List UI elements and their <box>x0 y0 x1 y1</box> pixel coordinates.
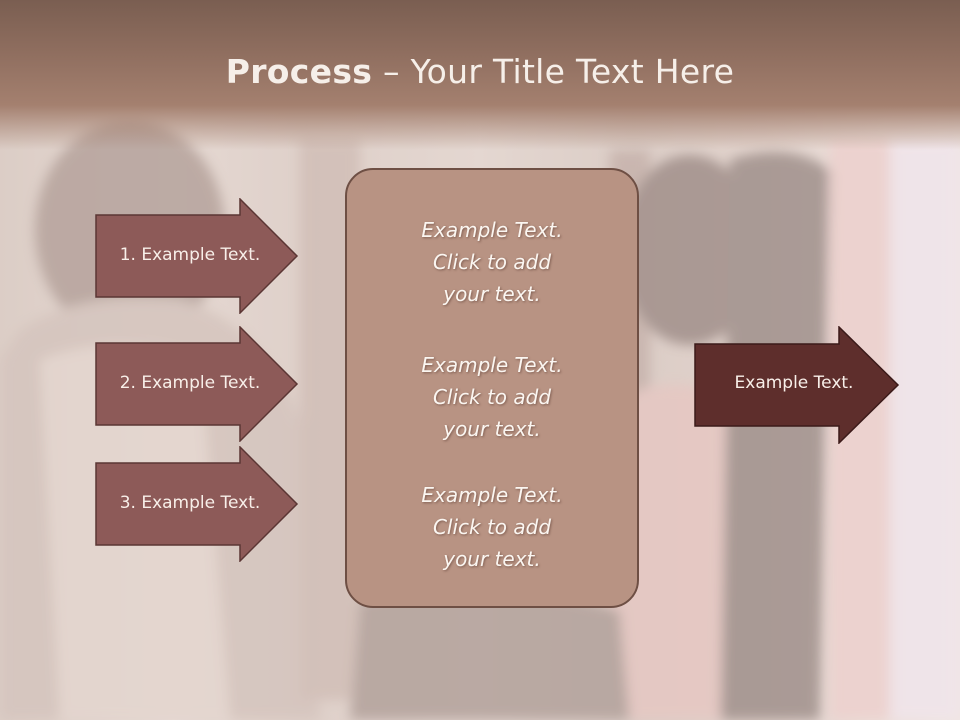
step-arrow-2[interactable]: 2. Example Text. <box>95 325 299 443</box>
result-arrow-label: Example Text. <box>734 373 854 393</box>
title-bar <box>0 0 960 150</box>
result-arrow[interactable]: Example Text. <box>694 325 900 445</box>
paragraph-line: your text. <box>443 547 541 571</box>
step-arrow-1-shape <box>95 197 299 315</box>
step-arrow-2-label: 2. Example Text. <box>119 373 261 393</box>
center-paragraph-3: Example Text. Click to add your text. <box>347 479 637 575</box>
paragraph-line: Click to add <box>432 515 552 539</box>
title-rest: – Your Title Text Here <box>372 52 735 91</box>
paragraph-line: Example Text. <box>421 353 563 377</box>
paragraph-line: Example Text. <box>421 218 563 242</box>
center-paragraph-2: Example Text. Click to add your text. <box>347 349 637 445</box>
paragraph-line: Example Text. <box>421 483 563 507</box>
paragraph-line: your text. <box>443 282 541 306</box>
title-bold: Process <box>225 52 373 91</box>
step-arrow-2-shape <box>95 325 299 443</box>
paragraph-line: Click to add <box>432 385 552 409</box>
step-arrow-1-label: 1. Example Text. <box>119 245 261 265</box>
step-arrow-3-label: 3. Example Text. <box>119 493 261 513</box>
slide-title[interactable]: Process – Your Title Text Here <box>0 52 960 91</box>
step-arrow-3[interactable]: 3. Example Text. <box>95 445 299 563</box>
paragraph-line: Click to add <box>432 250 552 274</box>
step-arrow-3-shape <box>95 445 299 563</box>
paragraph-line: your text. <box>443 417 541 441</box>
center-paragraph-1: Example Text. Click to add your text. <box>347 214 637 310</box>
center-text-box[interactable]: Example Text. Click to add your text. Ex… <box>345 168 639 608</box>
step-arrow-1[interactable]: 1. Example Text. <box>95 197 299 315</box>
result-arrow-shape <box>694 325 900 445</box>
